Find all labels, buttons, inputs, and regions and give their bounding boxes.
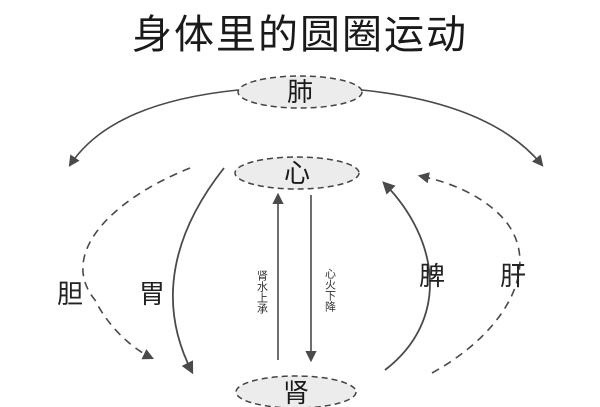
- stomach-label: 胃: [139, 280, 165, 310]
- heart-fire-descends-text: 心火下降: [324, 268, 337, 312]
- spleen-arc: [382, 181, 431, 371]
- liver-dashed-arc: [417, 172, 521, 374]
- lung-left-arc: [68, 89, 239, 167]
- liver-label: 肝: [500, 262, 526, 292]
- spleen-label: 脾: [419, 262, 445, 292]
- kidney-node: 肾: [235, 375, 357, 407]
- lung-right-arc: [361, 89, 544, 167]
- lung-node: 肺: [237, 75, 363, 109]
- kidney-water-rises-text: 肾水上承: [256, 270, 269, 314]
- gallbladder-dashed-arc: [82, 167, 191, 360]
- heart-node: 心: [234, 156, 360, 190]
- stomach-arc: [172, 167, 225, 375]
- gallbladder-label: 胆: [57, 280, 83, 310]
- diagram-title: 身体里的圆圈运动: [132, 12, 468, 58]
- lung-label: 肺: [287, 78, 313, 108]
- heart-label: 心: [284, 159, 310, 189]
- kidney-label: 肾: [283, 379, 309, 407]
